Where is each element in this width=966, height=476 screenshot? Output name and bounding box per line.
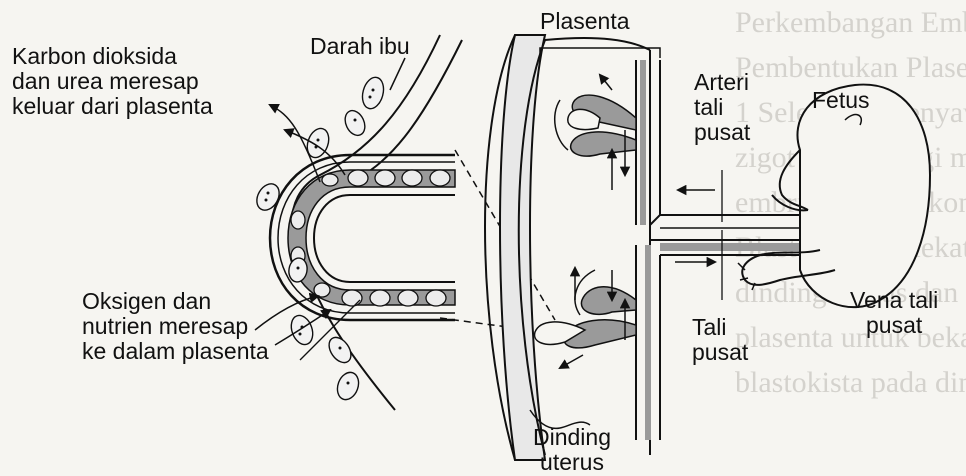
zoom-connectors [440,150,555,330]
label-oksigen: Oksigen dan nutrien meresap ke dalam pla… [82,289,269,364]
label-karbon-dioksida: Karbon dioksida dan urea meresap keluar … [12,44,213,119]
label-tali-pusat: Tali pusat [692,315,748,365]
fetus [738,85,930,308]
villus-detail [252,35,462,410]
label-darah-ibu: Darah ibu [310,34,410,59]
placenta-section [485,35,845,460]
label-plasenta: Plasenta [540,9,630,34]
label-arteri-tali-pusat: Arteri tali pusat [694,70,750,145]
label-dinding-uterus: Dinding uterus [533,425,611,475]
label-fetus: Fetus [812,88,870,113]
label-vena-tali-pusat: Vena tali pusat [850,288,938,338]
